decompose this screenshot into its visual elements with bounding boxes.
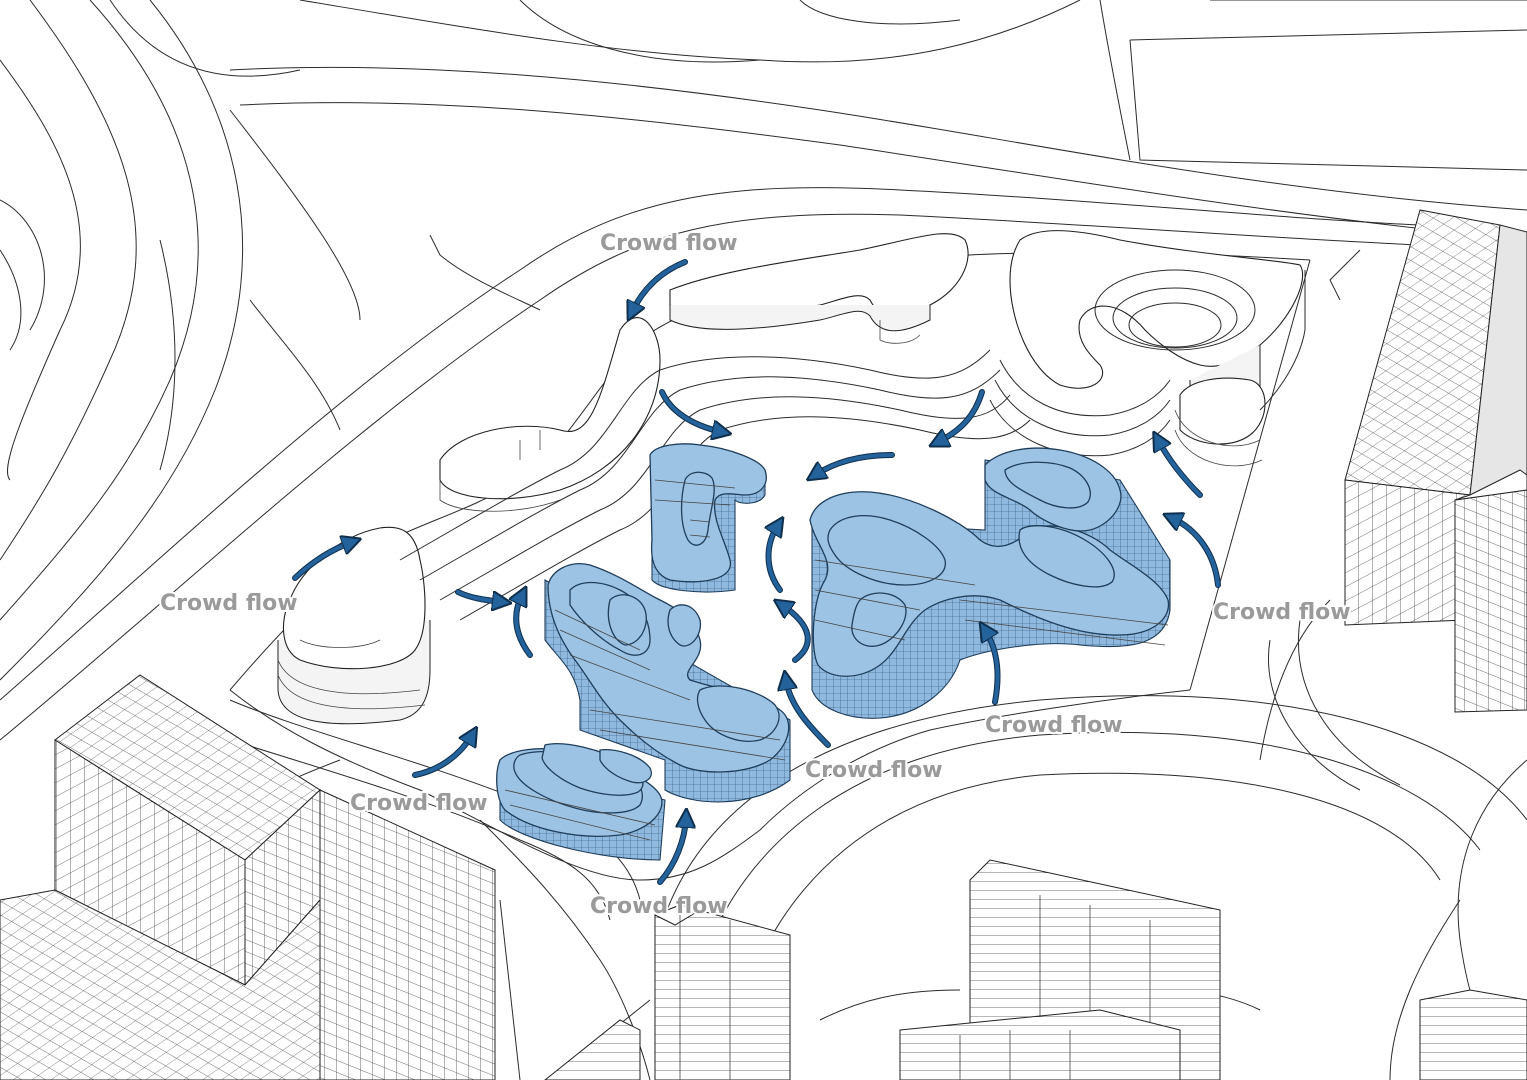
flow-arrow-6 (1169, 515, 1221, 588)
flow-arrow-1-fill (632, 260, 687, 312)
flow-arrow-2 (659, 389, 725, 435)
existing-podium-buildings (277, 229, 1306, 725)
flow-arrow-9-fill (786, 680, 830, 747)
flow-arrow-11-fill (516, 595, 532, 657)
label-crowd-flow-south-central: Crowd flow (805, 758, 943, 783)
flow-arrow-2-fill (660, 390, 722, 432)
flow-arrow-10-fill (985, 630, 1000, 704)
proposed-building-north (649, 443, 767, 593)
label-crowd-flow-southeast: Crowd flow (985, 713, 1123, 738)
flow-arrow-15-fill (658, 818, 686, 884)
flow-arrow-6-fill (1172, 518, 1220, 587)
east-tower (1344, 209, 1527, 713)
crowd-flow-labels: Crowd flow Crowd flow Crowd flow Crowd f… (158, 229, 1353, 921)
flow-arrow-15 (657, 815, 689, 885)
label-crowd-flow-southwest: Crowd flow (350, 791, 488, 816)
crowd-flow-arrows (292, 259, 1221, 885)
flow-arrow-7-fill (768, 525, 780, 592)
southwest-tower (0, 674, 496, 1080)
label-crowd-flow-east: Crowd flow (1213, 600, 1351, 625)
label-crowd-flow-south: Crowd flow (590, 894, 728, 919)
south-residential-blocks (544, 859, 1527, 1080)
proposed-building-central (544, 563, 791, 803)
label-crowd-flow-north: Crowd flow (600, 231, 738, 256)
flow-arrow-3-fill (815, 453, 894, 475)
flow-arrow-14 (412, 732, 475, 778)
flow-arrow-14-fill (413, 735, 472, 777)
flow-arrow-8-fill (782, 605, 810, 662)
flow-arrow-13-fill (293, 542, 352, 580)
flow-arrow-12-fill (456, 590, 502, 602)
proposed-buildings (496, 443, 1171, 861)
proposed-building-east (809, 447, 1171, 719)
flow-arrow-5-fill (1158, 440, 1202, 497)
label-crowd-flow-west: Crowd flow (160, 591, 298, 616)
proposed-building-south (496, 743, 666, 861)
flow-arrow-4-fill (938, 390, 984, 442)
